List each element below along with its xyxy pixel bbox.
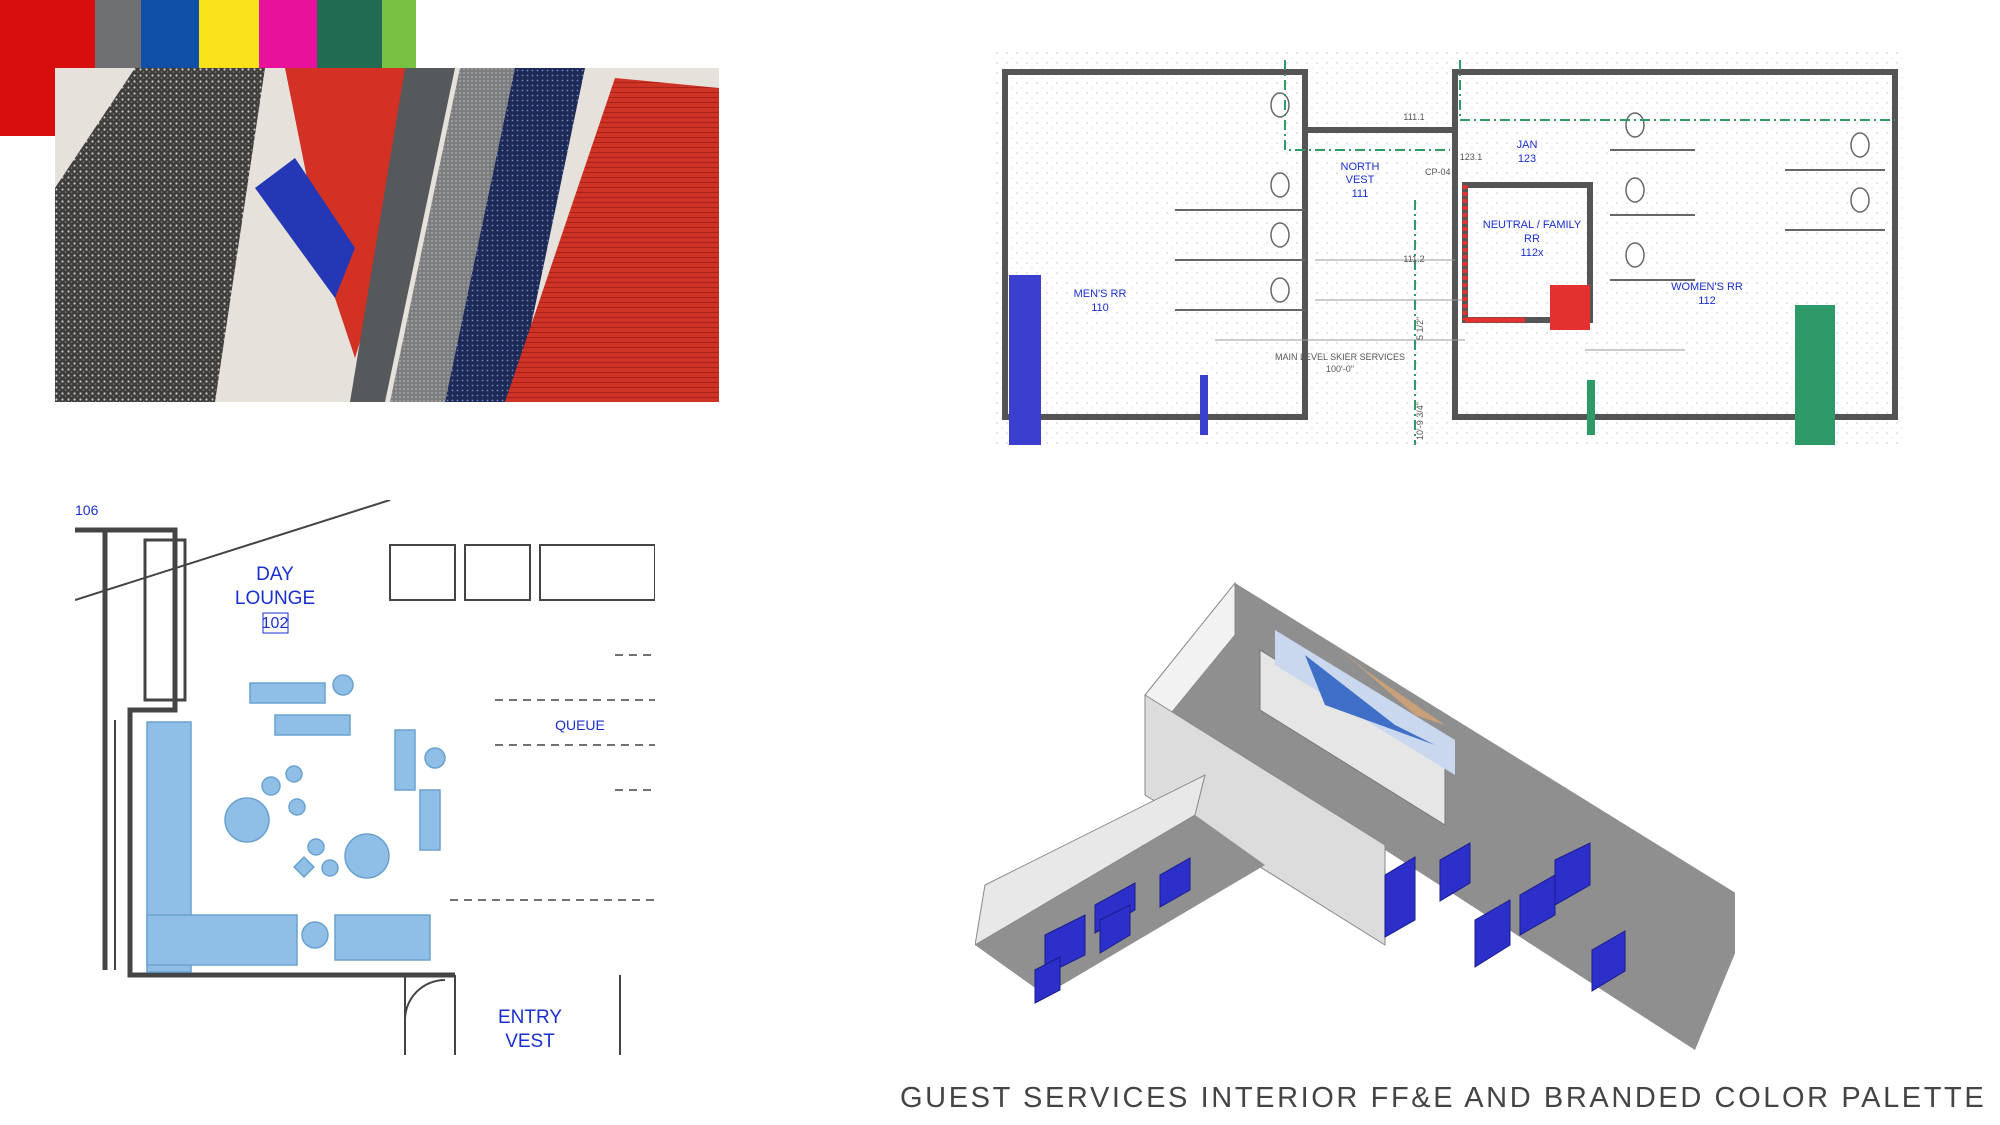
fabric-swatches	[55, 68, 719, 402]
red-knit-swatch	[505, 78, 719, 402]
jan-number: 123	[1518, 153, 1536, 165]
north-vest-line1: NORTH	[1341, 161, 1380, 173]
restroom-floor-plan: NORTH VEST 111 JAN 123 NEUTRAL / FAMILY …	[995, 50, 1905, 445]
mens-blue-vanity	[1009, 275, 1041, 445]
gray-swatch	[390, 68, 515, 402]
dim-10-9: 10'-9 3/4"	[1415, 402, 1425, 440]
entry-vest-line2: VEST	[505, 1031, 555, 1052]
family-line2: RR	[1524, 233, 1540, 245]
day-lounge-line2: LOUNGE	[235, 588, 315, 609]
bench-top	[249, 682, 326, 704]
north-vest-tag: CP-04	[1425, 167, 1451, 177]
navy-dot-swatch	[445, 68, 585, 402]
corridor-label: MAIN LEVEL SKIER SERVICES	[1275, 352, 1405, 362]
tag-123-1: 123.1	[1460, 152, 1483, 162]
corridor-elevation: 100'-0"	[1326, 364, 1354, 374]
isometric-locker-room-rendering	[975, 575, 1735, 1065]
womens-rr-number: 112	[1698, 295, 1716, 307]
jan-label: JAN	[1517, 139, 1538, 151]
fabric-samples-photo	[55, 68, 719, 402]
day-lounge-floor-plan: DAY LOUNGE 102 ENTRY VEST QUEUE 106	[75, 500, 655, 1055]
blue-swatch	[255, 158, 355, 298]
restroom-plan-drawing: NORTH VEST 111 JAN 123 NEUTRAL / FAMILY …	[995, 50, 1905, 445]
tag-111-1: 111.1	[1403, 112, 1424, 122]
small-back-wall	[975, 774, 1206, 946]
room-106-label: 106	[75, 502, 99, 518]
mens-rr-label: MEN'S RR	[1074, 288, 1127, 300]
lounge-plan-drawing: DAY LOUNGE 102 ENTRY VEST QUEUE 106	[75, 500, 655, 1055]
bench-right-2	[419, 789, 441, 851]
page-caption: GUEST SERVICES INTERIOR FF&E AND BRANDED…	[900, 1082, 1987, 1114]
dim-5-1-2: 5 1/2"	[1415, 317, 1425, 340]
isometric-drawing	[975, 581, 1735, 1050]
day-lounge-line1: DAY	[256, 564, 294, 585]
north-vest-number: 111	[1352, 188, 1369, 200]
womens-rr-label: WOMEN'S RR	[1671, 281, 1743, 293]
day-lounge-number: 102	[262, 615, 289, 632]
queue-label: QUEUE	[555, 717, 605, 733]
entry-vest-line1: ENTRY	[498, 1007, 562, 1028]
womens-green-vanity	[1795, 305, 1835, 445]
lounge-furniture	[146, 674, 446, 973]
tweed-swatch	[55, 68, 265, 402]
sectional-bottom	[146, 914, 298, 966]
north-vest-line2: VEST	[1346, 174, 1375, 186]
mens-rr-number: 110	[1091, 302, 1109, 314]
family-line1: NEUTRAL / FAMILY	[1483, 219, 1582, 231]
main-front-wall	[1144, 694, 1386, 946]
tag-111-2: 111.2	[1403, 254, 1424, 264]
sofa-bottom	[334, 914, 431, 961]
bench-mid	[274, 714, 351, 736]
bench-right-1	[394, 729, 416, 791]
family-number: 112x	[1520, 247, 1544, 259]
charcoal-swatch	[350, 68, 455, 402]
family-red-fixture	[1550, 285, 1590, 330]
